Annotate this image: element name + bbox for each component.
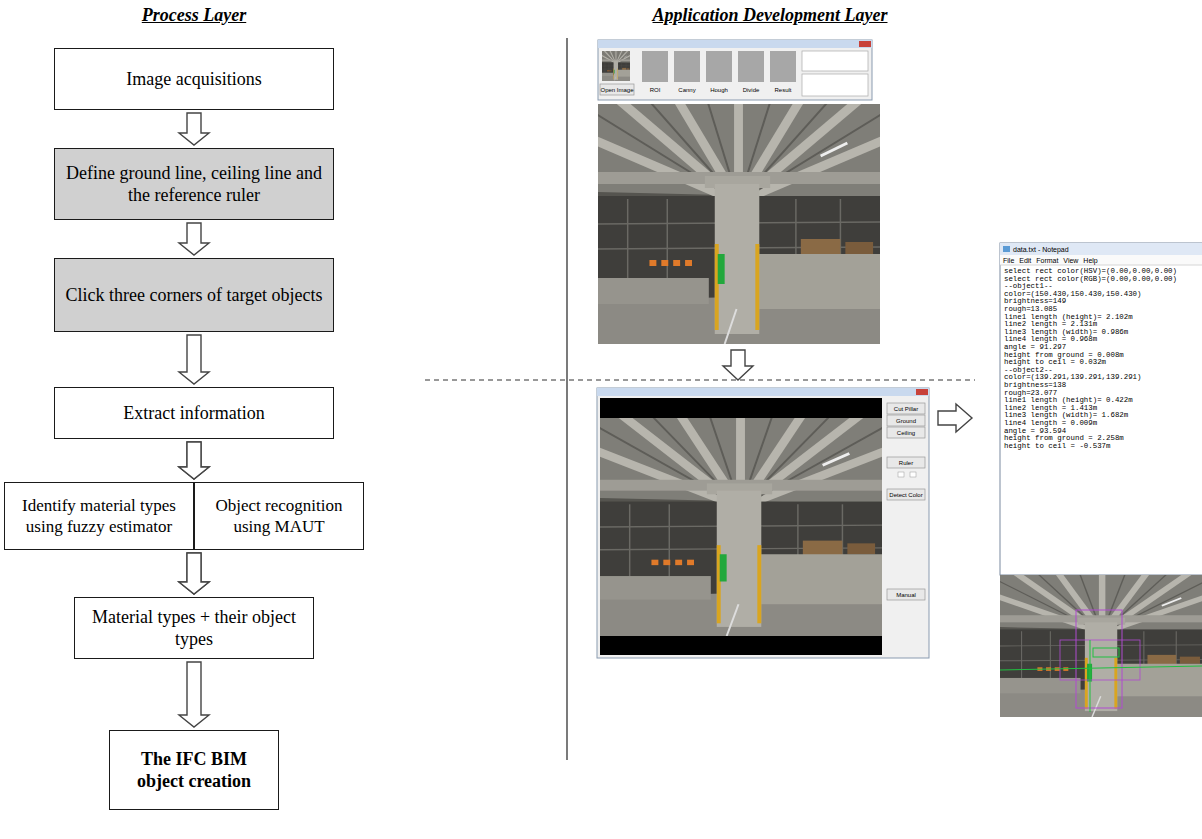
process-box: The IFC BIM object creation [109,730,279,810]
button-label: Ceiling [897,430,915,436]
button-label: Ground [896,418,916,424]
output-text: brightness=149 [1004,298,1066,305]
layer-heading: Application Development Layer [653,6,888,24]
output-text: line4 length = 0.009m [1004,420,1097,427]
button-label: Open Image [600,87,633,93]
process-box: Click three corners of target objects [54,258,334,332]
process-box: Define ground line, ceiling line and the… [54,148,334,220]
flow-arrow [179,442,209,479]
box-text: Image acquisitions [126,68,261,91]
output-text: select rect color(HSV)=(0.00,0.00,0.00) [1004,268,1177,275]
layer-heading: Process Layer [142,6,246,24]
button-label: Hough [710,87,728,93]
output-text: angle = 91.297 [1004,344,1066,351]
box-text: Extract information [123,402,264,425]
output-text: line4 length = 0.968m [1004,336,1097,343]
box-text: Material types + their object types [83,606,305,651]
box-text: Object recognition using MAUT [203,495,355,538]
output-text: line1 length (height)= 2.102m [1004,314,1133,321]
window-title: data.txt - Notepad [1013,246,1069,253]
output-text: line3 length (width)= 1.682m [1004,412,1128,419]
button-label: Divide [743,87,760,93]
button-label: Cut Pillar [894,406,918,412]
button-label: Canny [678,87,695,93]
box-text: Define ground line, ceiling line and the… [63,162,325,207]
flow-arrow [179,553,209,594]
process-box: Image acquisitions [54,48,334,110]
output-text: color=(139.291,139.291,139.291) [1004,374,1142,381]
output-text: --object2-- [1004,367,1053,374]
output-text: height from ground = 0.008m [1004,352,1124,359]
button-label: Manual [896,592,916,598]
button-label: ROI [650,87,661,93]
output-text: line2 length = 1.413m [1004,405,1097,412]
output-text: height to ceil = 0.032m [1004,359,1106,366]
process-box: Object recognition using MAUT [194,482,364,550]
output-text: select rect color(RGB)=(0.00,0.00,0.00) [1004,276,1177,283]
button-label: Detect Color [889,492,922,498]
output-text: rough=13.085 [1004,306,1057,313]
output-text: rough=23.077 [1004,390,1057,397]
output-text: height from ground = 2.258m [1004,435,1124,442]
output-text: line1 length (height)= 0.422m [1004,397,1133,404]
flow-arrow [179,223,209,255]
flow-arrow [179,553,209,594]
process-box: Material types + their object types [74,597,314,659]
menu-bar: File Edit Format View Help [1003,257,1098,264]
flow-arrow [179,113,209,145]
flow-arrow [179,335,209,384]
output-text: brightness=138 [1004,382,1066,389]
box-text: Identify material types using fuzzy esti… [13,495,185,538]
output-text: line2 length = 2.131m [1004,321,1097,328]
flow-arrow [179,662,209,727]
button-label: Result [774,87,791,93]
box-text: Click three corners of target objects [65,284,322,307]
button-label: Ruler [899,460,913,466]
process-box: Identify material types using fuzzy esti… [4,482,194,550]
process-box: Extract information [54,387,334,439]
output-text: height to ceil = -0.537m [1004,443,1110,450]
output-text: line3 length (width)= 0.986m [1004,329,1128,336]
output-text: --object1-- [1004,283,1053,290]
box-text: The IFC BIM object creation [118,748,270,793]
flow-arrow [179,442,209,479]
output-text: angle = 93.594 [1004,428,1066,435]
output-text: color=(150.430,150.430,150.430) [1004,291,1142,298]
